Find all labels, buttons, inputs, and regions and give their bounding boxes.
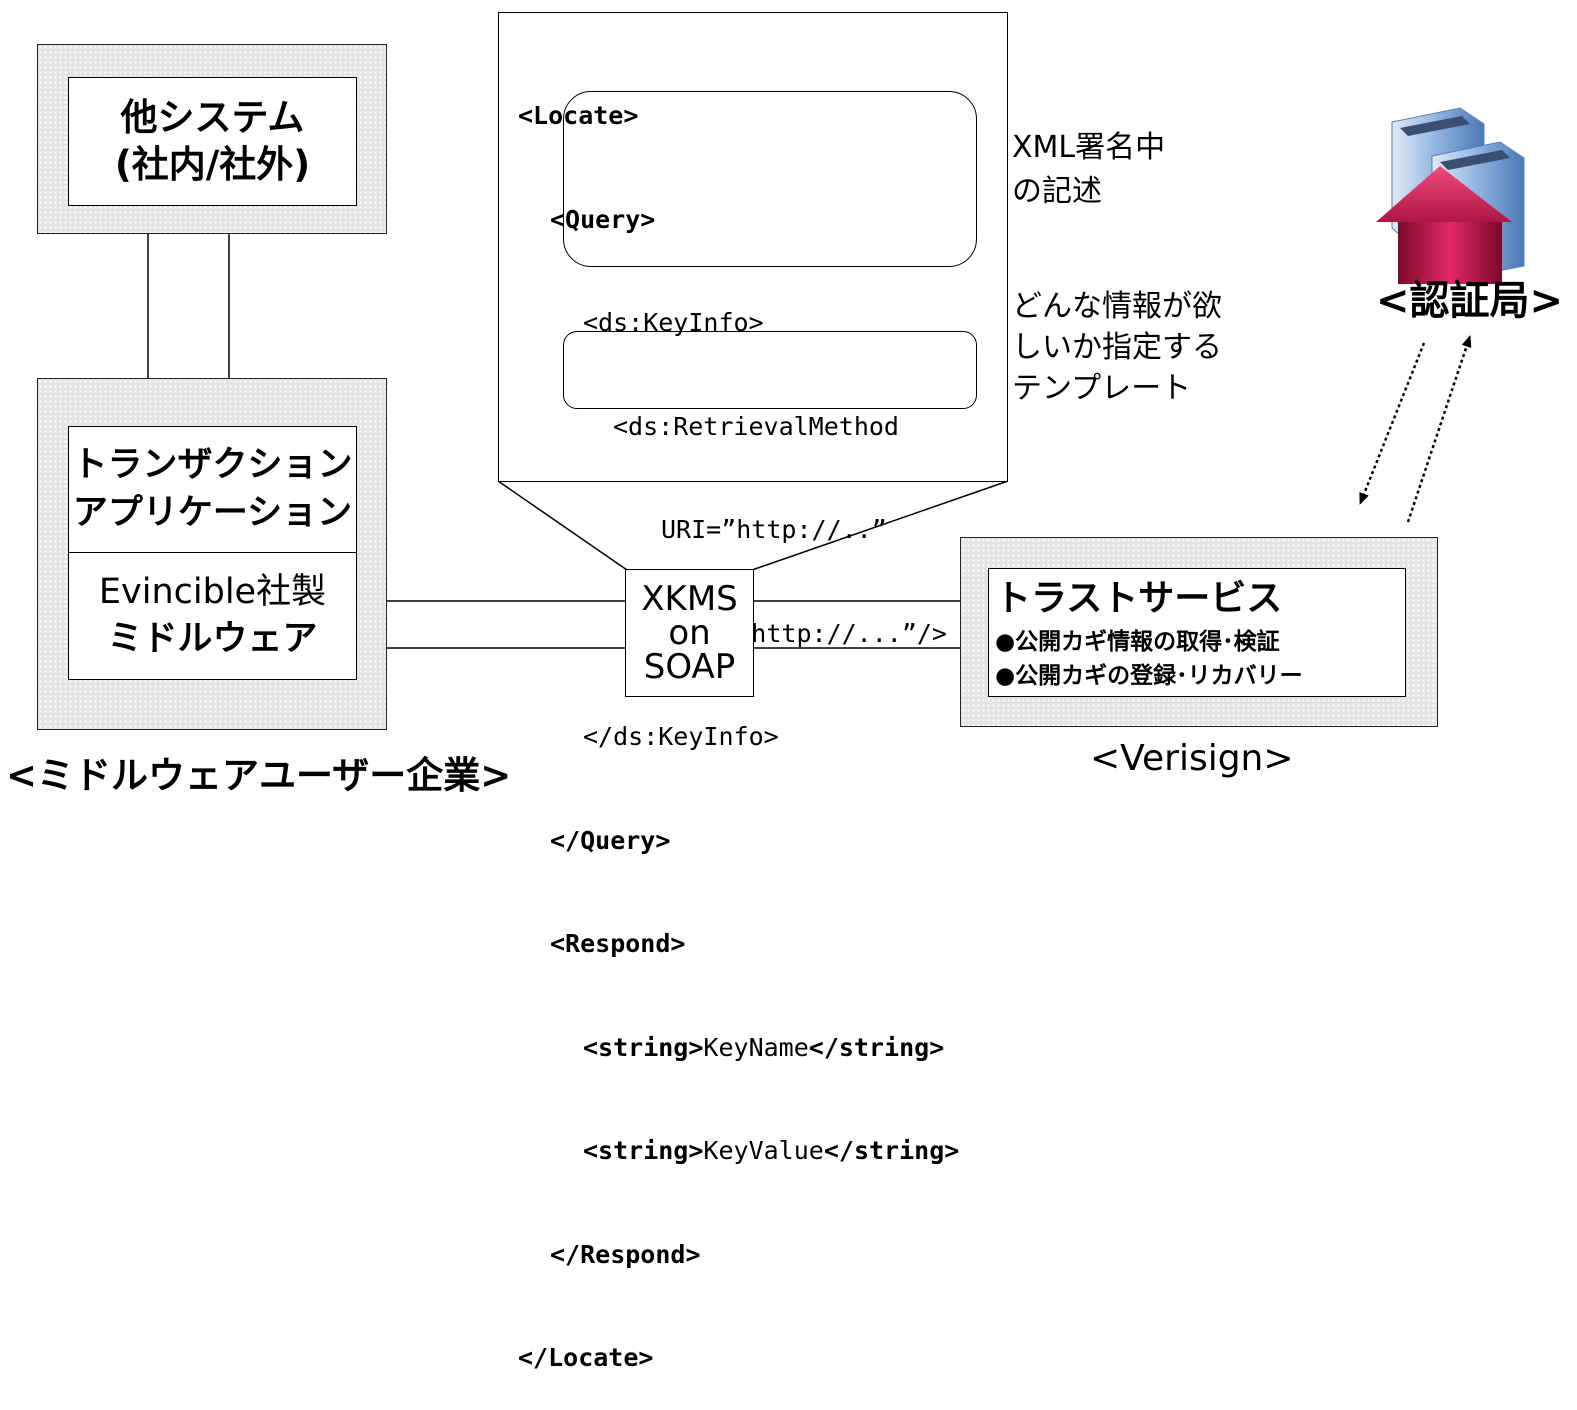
- certificate-authority-label: <認証局>: [1376, 278, 1564, 324]
- server-building-icon: [1376, 107, 1525, 284]
- trust-service-item-2: ●公開カギの登録･リカバリー: [995, 663, 1303, 689]
- other-system-box: 他システム (社内/社外): [68, 77, 357, 206]
- trust-service-box: トラストサービス ●公開カギ情報の取得･検証 ●公開カギの登録･リカバリー: [988, 568, 1406, 697]
- template-note-line3: テンプレート: [1012, 371, 1192, 406]
- template-note-line2: しいか指定する: [1012, 330, 1222, 365]
- page: { "left_column": { "other_system_line1":…: [6, 12, 1564, 1372]
- middleware-line2: ミドルウェア: [107, 619, 318, 659]
- middleware-line1: Evincible社製: [98, 571, 327, 612]
- xml-signature-note-line1: XML署名中: [1012, 130, 1166, 165]
- xkms-label: XKMS: [641, 579, 738, 619]
- other-system-subtitle: (社内/社外): [114, 142, 311, 186]
- user-company-caption: <ミドルウェアユーザー企業>: [6, 754, 512, 797]
- xml-string-row-2: <string>KeyValue</string>: [518, 1134, 959, 1169]
- template-note-line1: どんな情報が欲: [1012, 289, 1222, 324]
- other-system-title: 他システム: [120, 96, 305, 140]
- xml-string2-open: <string>: [583, 1136, 704, 1165]
- dotted-arrow-ca-to-trust: [1358, 342, 1426, 505]
- template-note: どんな情報が欲 しいか指定する テンプレート: [1012, 286, 1222, 409]
- on-label: on: [668, 613, 711, 653]
- xml-signature-note-line2: の記述: [1012, 174, 1102, 209]
- xml-locate-open: <Locate>: [518, 101, 639, 130]
- transaction-app-line2: アプリケーション: [72, 492, 353, 533]
- respond-group: [563, 331, 977, 409]
- xml-keyinfo-open: <ds:KeyInfo>: [583, 308, 764, 337]
- xml-keyinfo-close: </ds:KeyInfo>: [583, 722, 779, 751]
- xml-string1-open: <string>: [583, 1032, 704, 1062]
- xml-query-open: <Query>: [550, 204, 656, 234]
- middleware-box: Evincible社製 ミドルウェア: [68, 552, 357, 680]
- soap-label: SOAP: [643, 647, 736, 687]
- xml-retrieval-method: <ds:RetrievalMethod: [613, 411, 899, 441]
- xml-query-close: </Query>: [550, 825, 671, 855]
- xml-signature-note: XML署名中 の記述: [1012, 126, 1165, 214]
- xml-string2-value: KeyValue: [703, 1136, 824, 1165]
- xkms-soap-box: XKMS on SOAP: [625, 569, 754, 697]
- transaction-app-box: トランザクション アプリケーション: [68, 426, 357, 553]
- trust-service-item-1: ●公開カギ情報の取得･検証: [995, 629, 1280, 655]
- transaction-app-line1: トランザクション: [72, 445, 353, 486]
- xml-string-row-1: <string>KeyName</string>: [518, 1031, 959, 1066]
- dotted-arrow-trust-to-ca: [1406, 335, 1472, 523]
- callout-left: [497, 480, 628, 571]
- xml-string1-value: KeyName: [703, 1032, 809, 1062]
- xml-locate-close: </Locate>: [518, 1343, 654, 1372]
- verisign-caption: <Verisign>: [1090, 738, 1294, 779]
- xml-respond-open: <Respond>: [550, 929, 686, 958]
- xml-uri-attr: URI=”http://..”: [661, 515, 887, 544]
- callout-right: [751, 480, 1009, 571]
- xml-respond-close: </Respond>: [550, 1239, 701, 1269]
- xml-string1-close: </string>: [808, 1032, 945, 1062]
- xml-string2-close: </string>: [823, 1136, 960, 1165]
- trust-service-title: トラストサービス: [995, 578, 1283, 619]
- keyinfo-group: [563, 91, 977, 267]
